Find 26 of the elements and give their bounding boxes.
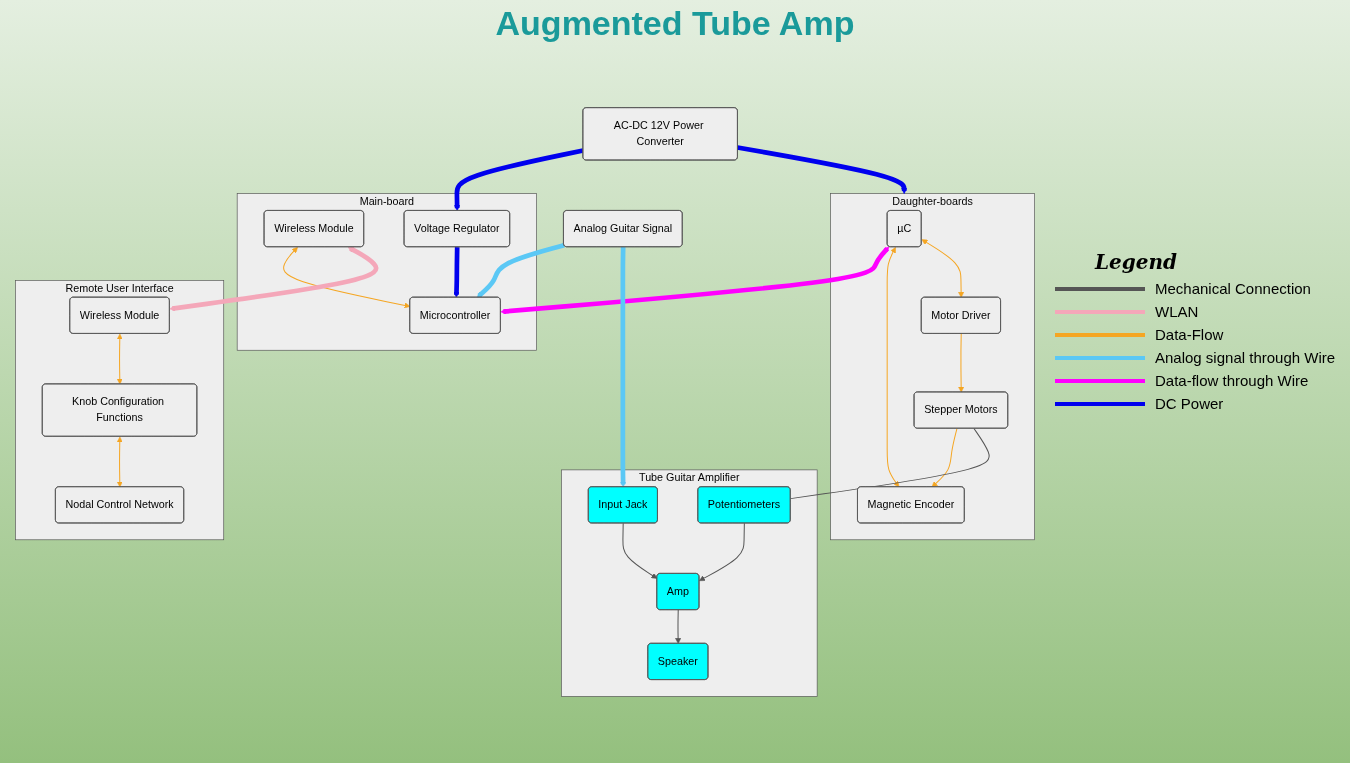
arrow <box>454 148 584 212</box>
arrow <box>116 333 123 385</box>
legend-text: Analog signal through Wire <box>1155 349 1336 366</box>
arrow <box>500 246 890 315</box>
arrow <box>169 246 379 312</box>
legend-text: DC Power <box>1155 395 1224 412</box>
arrow <box>699 522 745 581</box>
arrow <box>958 333 965 393</box>
arrow <box>116 436 123 488</box>
arrow <box>931 428 958 488</box>
legend-text: WLAN <box>1155 303 1199 320</box>
arrow <box>476 243 565 298</box>
legend-text: Data-flow through Wire <box>1155 372 1309 389</box>
legend-text: Data-Flow <box>1155 326 1224 343</box>
arrow <box>620 247 627 488</box>
arrow <box>283 247 411 309</box>
arrow <box>453 247 460 298</box>
arrow <box>675 609 682 644</box>
legend-title: Legend <box>1095 250 1179 274</box>
arrow <box>886 247 900 488</box>
connector <box>790 428 990 500</box>
diagram-title: Augmented Tube Amp <box>494 4 856 43</box>
arrow <box>737 145 908 194</box>
legend-text: Mechanical Connection <box>1155 280 1311 297</box>
arrow <box>921 239 965 298</box>
arrow <box>622 522 658 579</box>
